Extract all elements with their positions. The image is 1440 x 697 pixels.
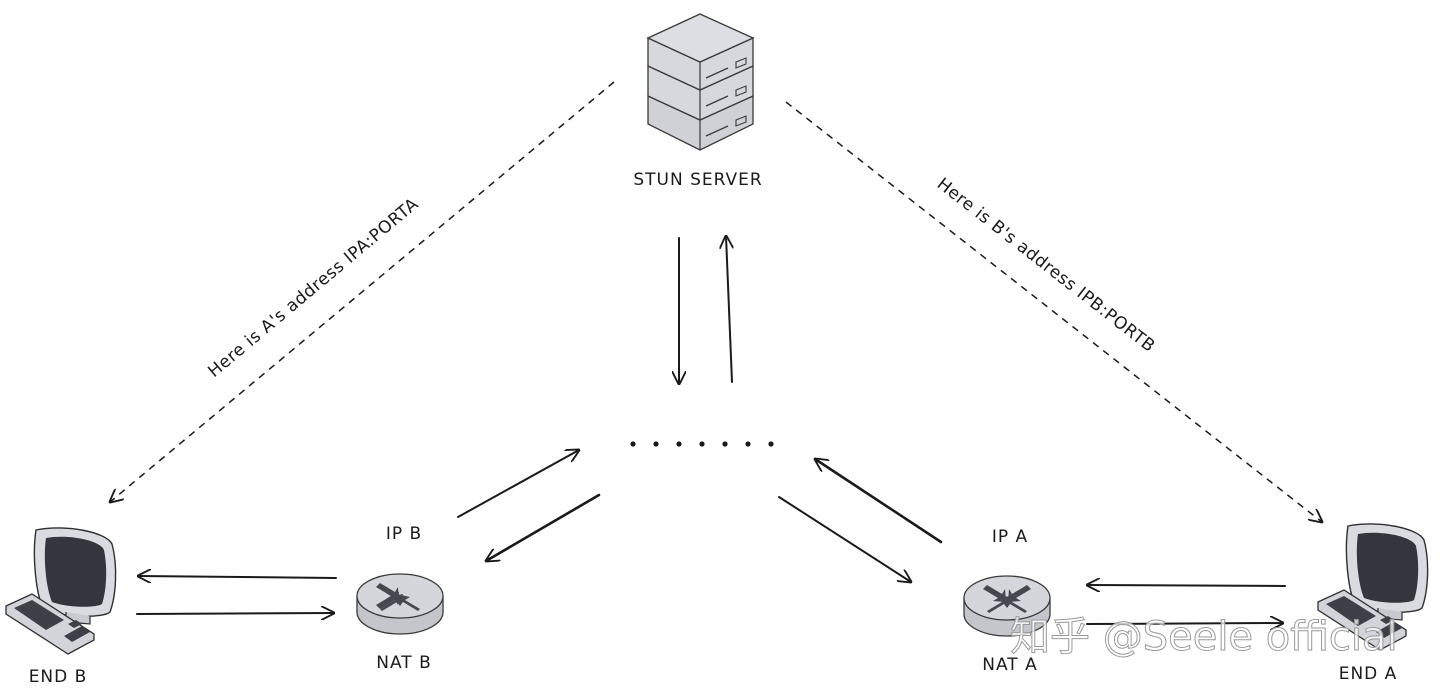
end-a: END A xyxy=(1317,523,1429,684)
message-to-end-a: Here is B's address IPB:PORTB xyxy=(933,174,1159,357)
nat-a-ip-label: IP A xyxy=(992,527,1028,547)
end-b: END B xyxy=(5,527,117,687)
arrow-end-b-to-nat-b xyxy=(136,613,334,614)
nat-a: IP A NAT A xyxy=(963,527,1051,675)
internet-dot xyxy=(653,441,659,447)
end-a-label: END A xyxy=(1339,664,1398,684)
stun-server-label: STUN SERVER xyxy=(633,170,762,190)
arrow-nat-a-to-internet xyxy=(815,459,943,544)
internet-dot xyxy=(630,441,636,447)
arrow-nat-b-to-end-b xyxy=(138,576,337,578)
computer-icon xyxy=(5,527,117,655)
stun-server: STUN SERVER xyxy=(633,13,762,190)
router-icon xyxy=(963,575,1051,637)
dashed-arrow-to-end-a xyxy=(785,101,1322,522)
arrow-nat-b-to-internet xyxy=(457,450,579,518)
nat-b-ip-label: IP B xyxy=(386,524,422,544)
message-to-end-b: Here is A's address IPA:PORTA xyxy=(204,194,422,382)
arrow-internet-to-stun xyxy=(726,236,732,383)
nat-b-label: NAT B xyxy=(376,653,431,673)
internet-dot xyxy=(676,441,682,447)
dashed-arrow-to-end-b xyxy=(110,81,615,502)
internet-dots xyxy=(630,441,774,447)
arrow-internet-to-nat-a xyxy=(778,496,911,582)
arrow-end-a-to-nat-a xyxy=(1087,585,1286,586)
watermark: 知乎 @Seele official xyxy=(1010,614,1398,660)
computer-icon xyxy=(1317,523,1429,651)
nat-a-label: NAT A xyxy=(982,655,1037,675)
internet-dot xyxy=(768,441,774,447)
internet-dot xyxy=(745,441,751,447)
server-stack-icon xyxy=(646,13,755,151)
arrow-internet-to-nat-b xyxy=(486,493,601,561)
end-b-label: END B xyxy=(29,667,88,687)
arrow-nat-a-to-end-a xyxy=(1086,623,1283,624)
internet-dot xyxy=(722,441,728,447)
router-icon xyxy=(356,573,444,635)
nat-b: IP B NAT B xyxy=(356,524,444,673)
internet-dot xyxy=(699,441,705,447)
